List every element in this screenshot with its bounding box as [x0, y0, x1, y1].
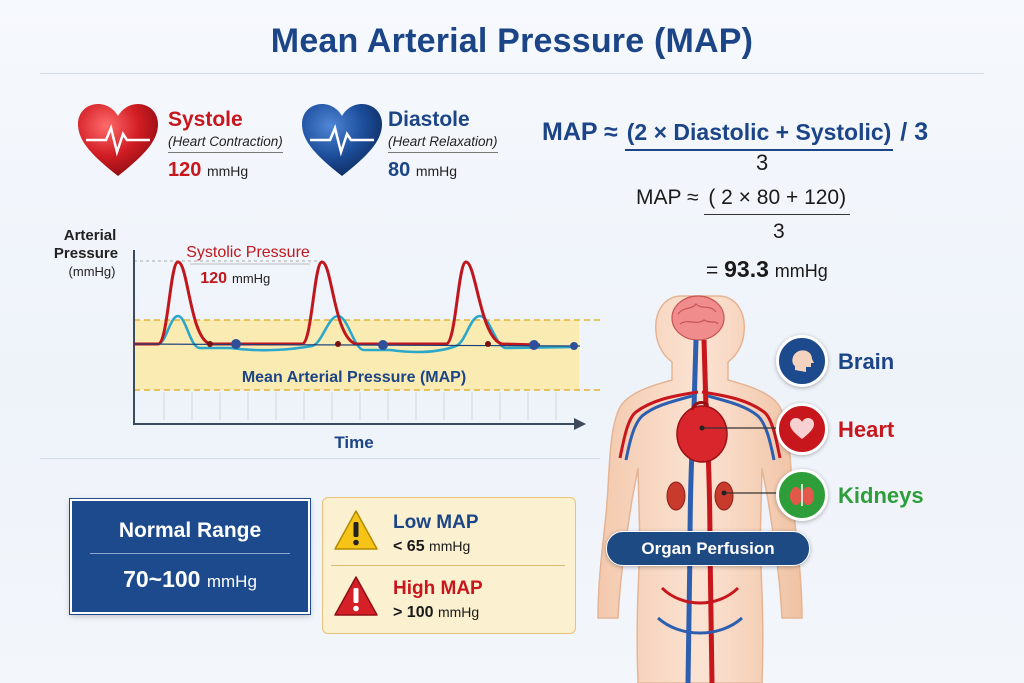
formula-denominator: 3 [756, 150, 769, 175]
title-divider [40, 73, 984, 74]
formula-lhs: MAP ≈ [542, 118, 618, 146]
systole-panel: Systole (Heart Contraction) 120 mmHg [168, 108, 283, 182]
calc-unit: mmHg [774, 261, 828, 281]
formula-tail: / 3 [900, 118, 929, 146]
brain-label: Brain [838, 349, 895, 374]
systolic-pressure-label: Systolic Pressure [186, 244, 310, 261]
diastole-panel: Diastole (Heart Relaxation) 80 mmHg [388, 108, 498, 182]
normal-range-value-row: 70~100 mmHg [72, 566, 308, 593]
low-map-title: Low MAP [393, 512, 479, 533]
diastole-heart-icon [300, 102, 384, 183]
danger-icon [334, 576, 378, 616]
low-map-value: 65 [406, 538, 425, 555]
normal-range-divider [90, 553, 290, 554]
map-warning-card: Low MAP < 65 mmHg High MAP > 100 mmHg [322, 497, 576, 634]
x-axis-label: Time [334, 433, 373, 452]
calc-denominator: 3 [773, 220, 785, 243]
body-silhouette [597, 295, 803, 683]
diastole-unit: mmHg [415, 163, 458, 179]
systolic-pressure-value: 120 [200, 270, 227, 287]
y-axis-label-1: Arterial [64, 227, 117, 244]
map-band-label: Mean Arterial Pressure (MAP) [242, 369, 466, 386]
right-kidney [714, 481, 734, 511]
normal-range-card: Normal Range 70~100 mmHg [70, 499, 310, 614]
diastole-subtitle: (Heart Relaxation) [388, 132, 498, 153]
high-map-value-row: > 100 mmHg [393, 604, 479, 622]
x-axis-arrow-icon [574, 418, 586, 430]
heart-label: Heart [838, 417, 895, 442]
section-divider [40, 458, 600, 459]
map-band [134, 320, 579, 390]
systole-title: Systole [168, 108, 243, 131]
kidneys-label: Kidneys [838, 483, 924, 508]
heart-organ [676, 405, 728, 463]
brain-icon [776, 335, 828, 387]
time-grid [163, 392, 557, 420]
calc-result-row: = 93.3 mmHg [706, 256, 828, 283]
diastole-title: Diastole [388, 108, 470, 131]
normal-range-unit: mmHg [206, 572, 257, 591]
left-kidney [666, 481, 686, 511]
high-map-prefix: > [393, 604, 403, 621]
systole-value-row: 120 mmHg [168, 159, 283, 182]
diastole-value-row: 80 mmHg [388, 159, 498, 182]
systolic-pressure-unit: mmHg [232, 271, 270, 286]
kidneys-icon [776, 469, 828, 521]
systole-value: 120 [168, 159, 202, 181]
map-formula: MAP ≈ (2 × Diastolic + Systolic) / 3 [542, 118, 928, 151]
low-map-unit: mmHg [429, 538, 471, 554]
diastole-value: 80 [388, 159, 411, 181]
low-map-value-row: < 65 mmHg [393, 538, 470, 556]
calc-numerator: ( 2 × 80 + 120) [704, 186, 851, 215]
page-title: Mean Arterial Pressure (MAP) [270, 22, 754, 60]
warning-divider [331, 565, 565, 566]
y-axis-label-2: Pressure [54, 245, 118, 262]
high-map-unit: mmHg [437, 604, 480, 620]
high-map-title: High MAP [393, 578, 483, 599]
brain-organ [671, 295, 725, 341]
human-body-illustration [597, 295, 803, 683]
heart-icon [776, 403, 828, 455]
calc-result: 93.3 [724, 256, 769, 282]
sample-points [207, 339, 578, 350]
formula-numerator: (2 × Diastolic + Systolic) [624, 119, 894, 151]
calc-result-prefix: = [706, 259, 719, 282]
systolic-curve [134, 260, 541, 347]
normal-range-value: 70~100 [123, 566, 201, 592]
high-map-value: 100 [406, 604, 434, 621]
map-calculation: MAP ≈ ( 2 × 80 + 120) [636, 186, 851, 215]
low-map-prefix: < [393, 538, 403, 555]
systole-unit: mmHg [206, 163, 249, 179]
systole-heart-icon [76, 102, 160, 183]
normal-range-title: Normal Range [118, 519, 262, 542]
calc-lhs: MAP ≈ [636, 186, 699, 209]
waveform-chart: Arterial Pressure (mmHg) Systolic Pressu… [54, 227, 600, 452]
organ-perfusion-label: Organ Perfusion [606, 531, 810, 566]
warning-icon [334, 510, 378, 550]
y-axis-label-3: (mmHg) [69, 264, 116, 279]
systole-subtitle: (Heart Contraction) [168, 132, 283, 153]
